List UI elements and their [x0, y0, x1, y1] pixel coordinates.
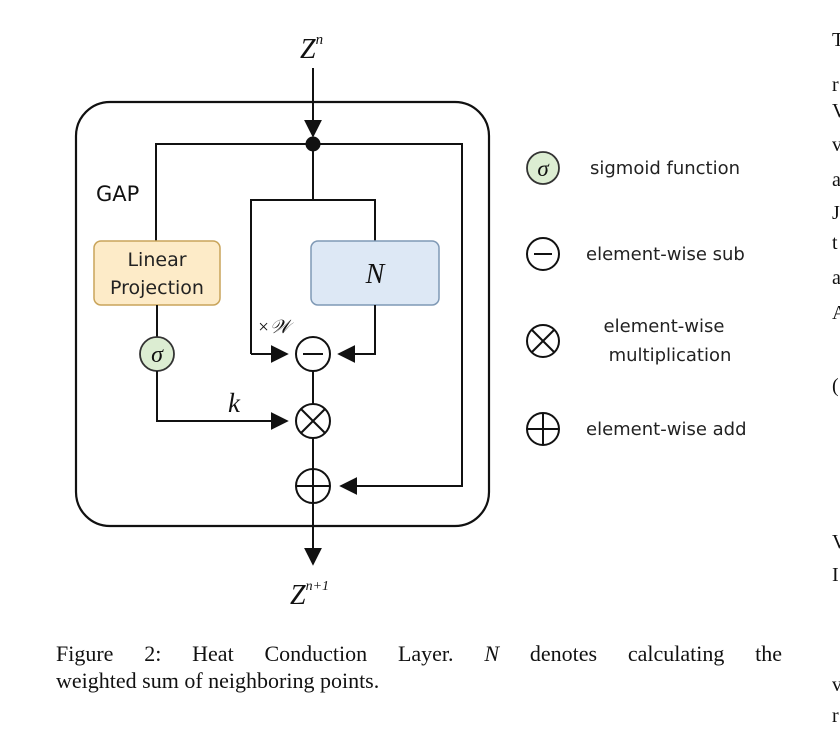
margin-fragment: V: [832, 100, 840, 122]
legend: σ sigmoid function element-wise sub elem…: [526, 151, 747, 446]
legend-mul-label-line1: element-wise: [604, 316, 725, 337]
multiply-node-icon: [295, 403, 331, 439]
caption-line1: Figure 2: Heat Conduction Layer. N denot…: [56, 641, 782, 666]
k-path-line: [156, 371, 289, 430]
gap-branch-line: [155, 143, 313, 241]
margin-fragment: I: [832, 564, 839, 586]
linear-projection-label-line1: Linear: [127, 249, 186, 271]
caption-line2: weighted sum of neighboring points.: [56, 668, 380, 693]
svg-text:σ: σ: [537, 156, 550, 181]
split-line: [250, 199, 376, 354]
margin-fragment: J: [832, 202, 840, 224]
legend-sigmoid-label: sigmoid function: [590, 158, 740, 179]
linear-projection-label-line2: Projection: [110, 277, 204, 299]
k-label: k: [228, 388, 241, 418]
layer-container: [74, 100, 491, 528]
margin-fragment: T: [832, 29, 840, 51]
margin-fragment: t: [832, 232, 838, 254]
margin-fragment: a: [832, 169, 840, 191]
legend-sigma-icon: σ: [526, 151, 560, 185]
gap-label: GAP: [96, 182, 139, 206]
figure-caption: Figure 2: Heat Conduction Layer. N denot…: [56, 640, 782, 694]
legend-mul-label-line2: multiplication: [609, 345, 732, 366]
legend-plus-icon: [526, 412, 560, 446]
margin-fragment: v: [832, 134, 840, 156]
weight-label: ×𝒲: [257, 317, 294, 338]
legend-sub-label: element-wise sub: [586, 244, 745, 265]
n-to-sub-arrow: [337, 305, 376, 363]
output-label: Zn+1: [290, 579, 329, 611]
neighbor-sum-label: N: [365, 259, 386, 290]
subtract-node-icon: [295, 336, 331, 372]
input-label: Zn: [300, 32, 323, 65]
legend-times-icon: [526, 324, 560, 358]
margin-fragment: V: [832, 531, 840, 553]
legend-add-label: element-wise add: [586, 419, 747, 440]
add-node-icon: [295, 468, 331, 504]
margin-fragment: r: [832, 74, 839, 96]
margin-fragment: A: [832, 302, 840, 324]
sigma-node-symbol: σ: [151, 342, 164, 368]
margin-fragment: v: [832, 674, 840, 696]
margin-fragment: (: [832, 375, 839, 397]
margin-fragment: r: [832, 705, 839, 727]
legend-minus-icon: [526, 237, 560, 271]
margin-fragment: a: [832, 267, 840, 289]
skip-connection-line: [313, 143, 463, 495]
